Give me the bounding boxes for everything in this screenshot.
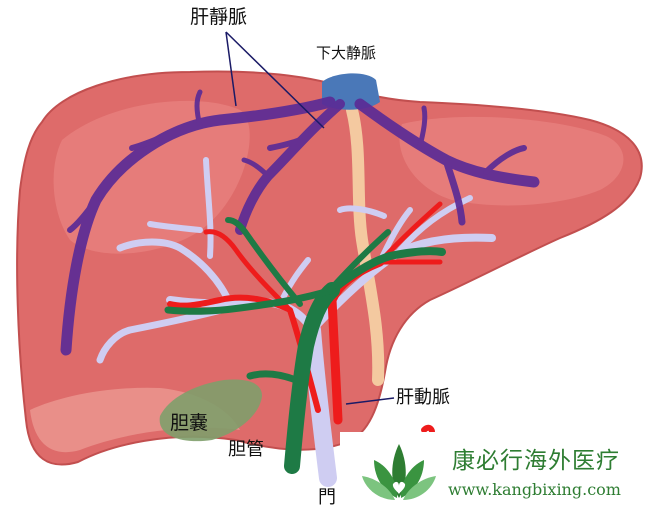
hepatic-veins-label: 肝靜脈: [190, 6, 248, 28]
gallbladder-label: 胆嚢: [170, 412, 209, 434]
watermark: 康必行海外医疗 www.kangbixing.com: [340, 432, 659, 512]
hepatic-artery-label: 肝動脈: [396, 387, 450, 408]
brand-url: www.kangbixing.com: [448, 480, 621, 499]
inferior-vena-cava-label: 下大静脈: [316, 44, 377, 62]
bile-ducts: [164, 217, 446, 474]
bile-duct-label: 胆管: [228, 439, 264, 460]
portal-vein-label: 門: [318, 487, 336, 508]
hepatic-veins: [60, 89, 540, 356]
leader-lines: [225, 31, 395, 405]
gallbladder: [159, 379, 262, 442]
vena-cava-tail: [346, 104, 385, 386]
brand-name: 康必行海外医疗: [452, 448, 620, 474]
liver-highlight-left: [53, 100, 250, 254]
lotus-logo-icon: [362, 444, 436, 500]
